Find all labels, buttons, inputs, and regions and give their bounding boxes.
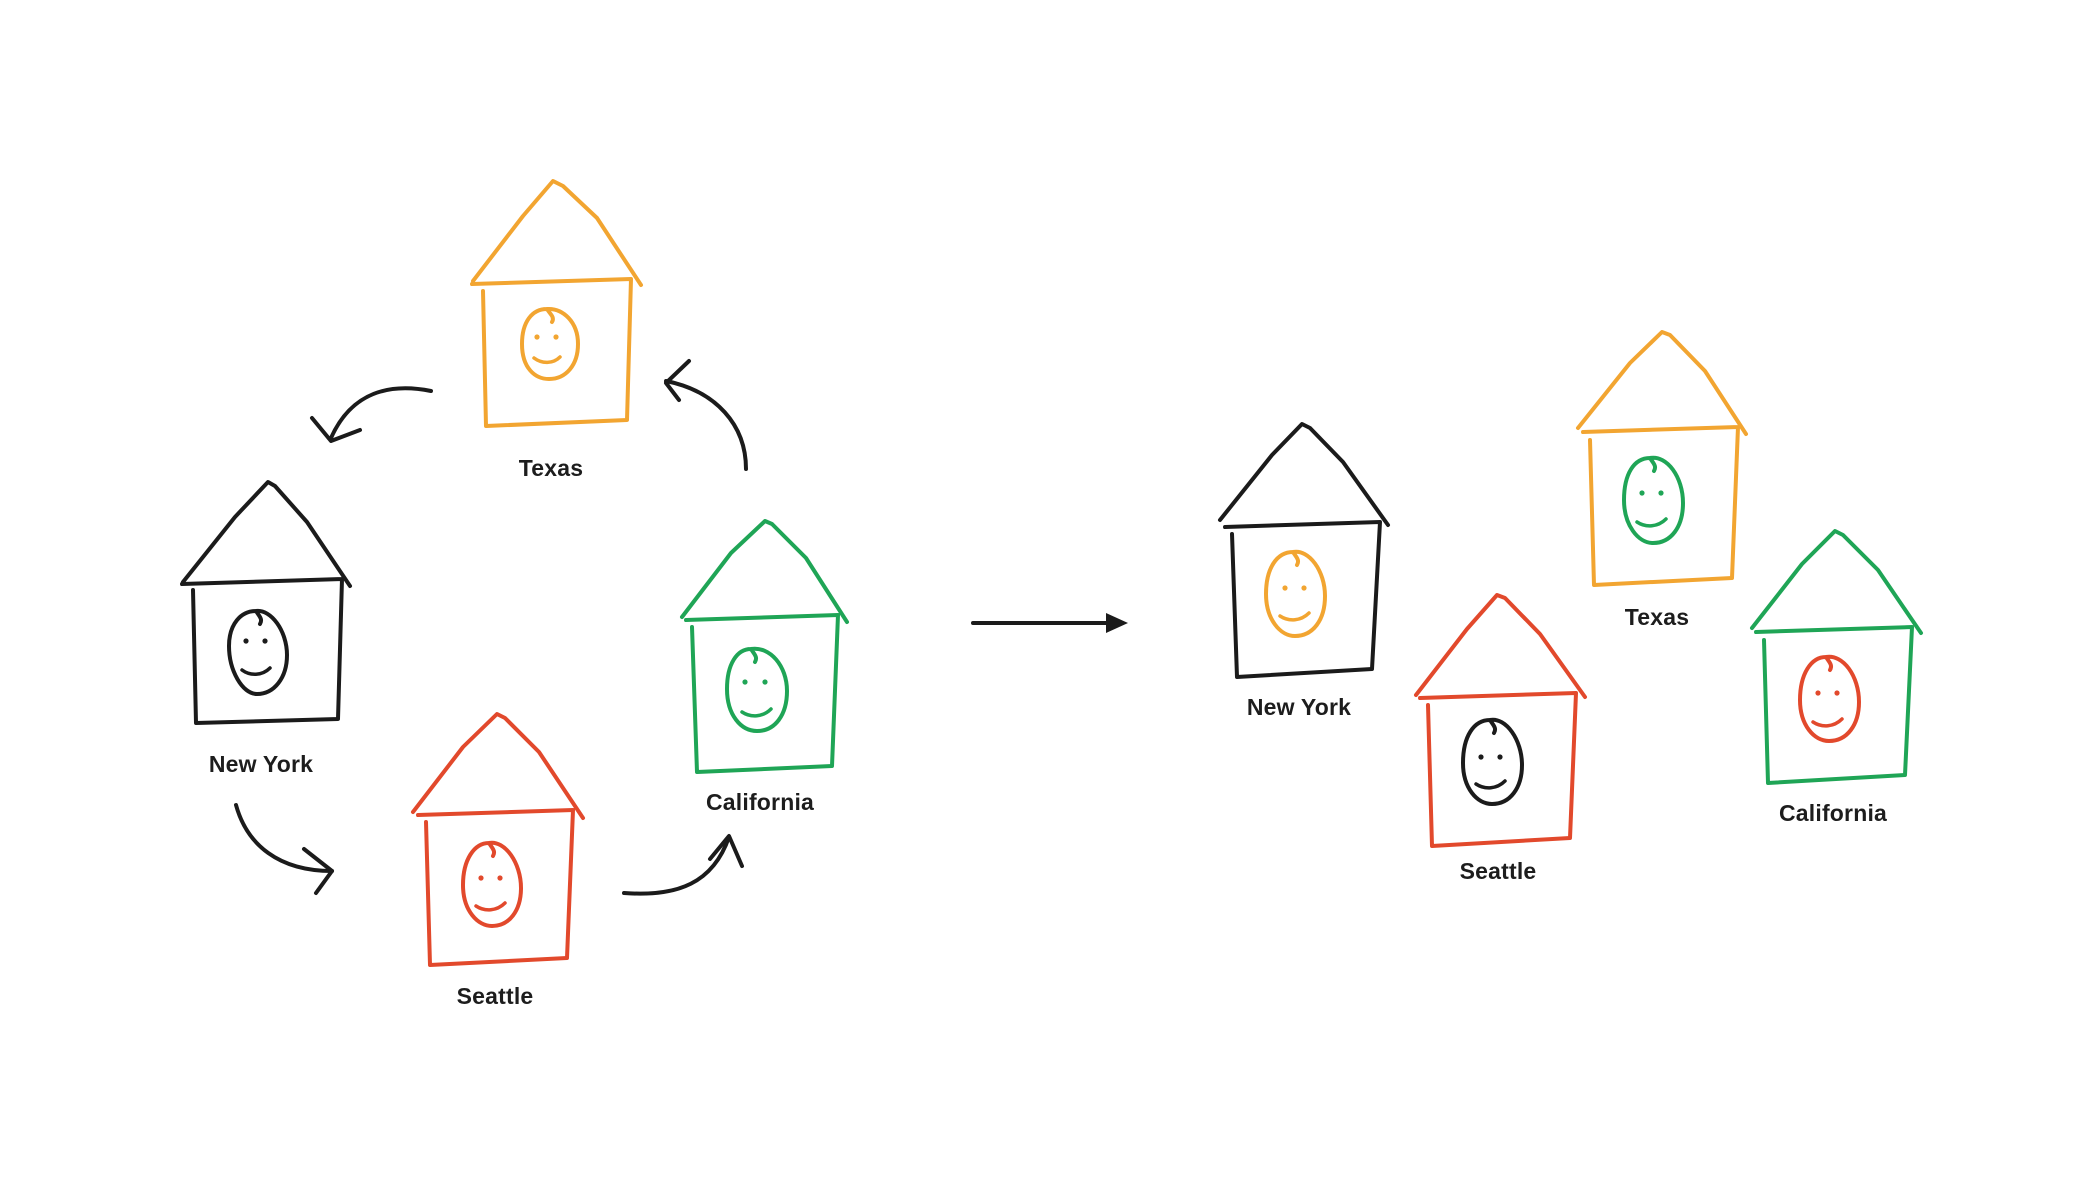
house-texas-before [470,179,643,428]
face-icon [520,306,580,381]
face-icon [1622,455,1685,545]
right-arrow-icon [971,613,1128,633]
cycle-arrows [234,359,748,896]
house-texas-after [1576,330,1748,587]
house-california-after [1750,529,1923,785]
curved-arrow-icon [664,359,748,471]
face-icon [227,608,289,696]
curved-arrow-icon [234,803,334,895]
label-texas-after: Texas [1624,604,1690,630]
house-new-york-after [1218,422,1390,679]
before-group [180,179,849,967]
house-seattle-after [1414,593,1587,848]
after-group [1218,330,1923,848]
label-seattle-before: Seattle [456,983,534,1009]
curved-arrow-icon [622,834,744,896]
label-california-before: California [705,789,815,815]
face-icon [1264,549,1327,638]
label-texas-before: Texas [518,455,584,481]
house-california-before [680,519,849,774]
face-icon [1461,717,1524,806]
face-icon [461,840,523,928]
face-icon [1798,654,1861,743]
face-icon [725,646,789,733]
label-seattle-after: Seattle [1459,858,1537,884]
house-new-york-before [180,480,352,725]
label-new-york-after: New York [1246,694,1352,720]
curved-arrow-icon [310,386,433,443]
house-seattle-before [411,712,585,967]
label-california-after: California [1778,800,1888,826]
label-new-york-before: New York [208,751,314,777]
